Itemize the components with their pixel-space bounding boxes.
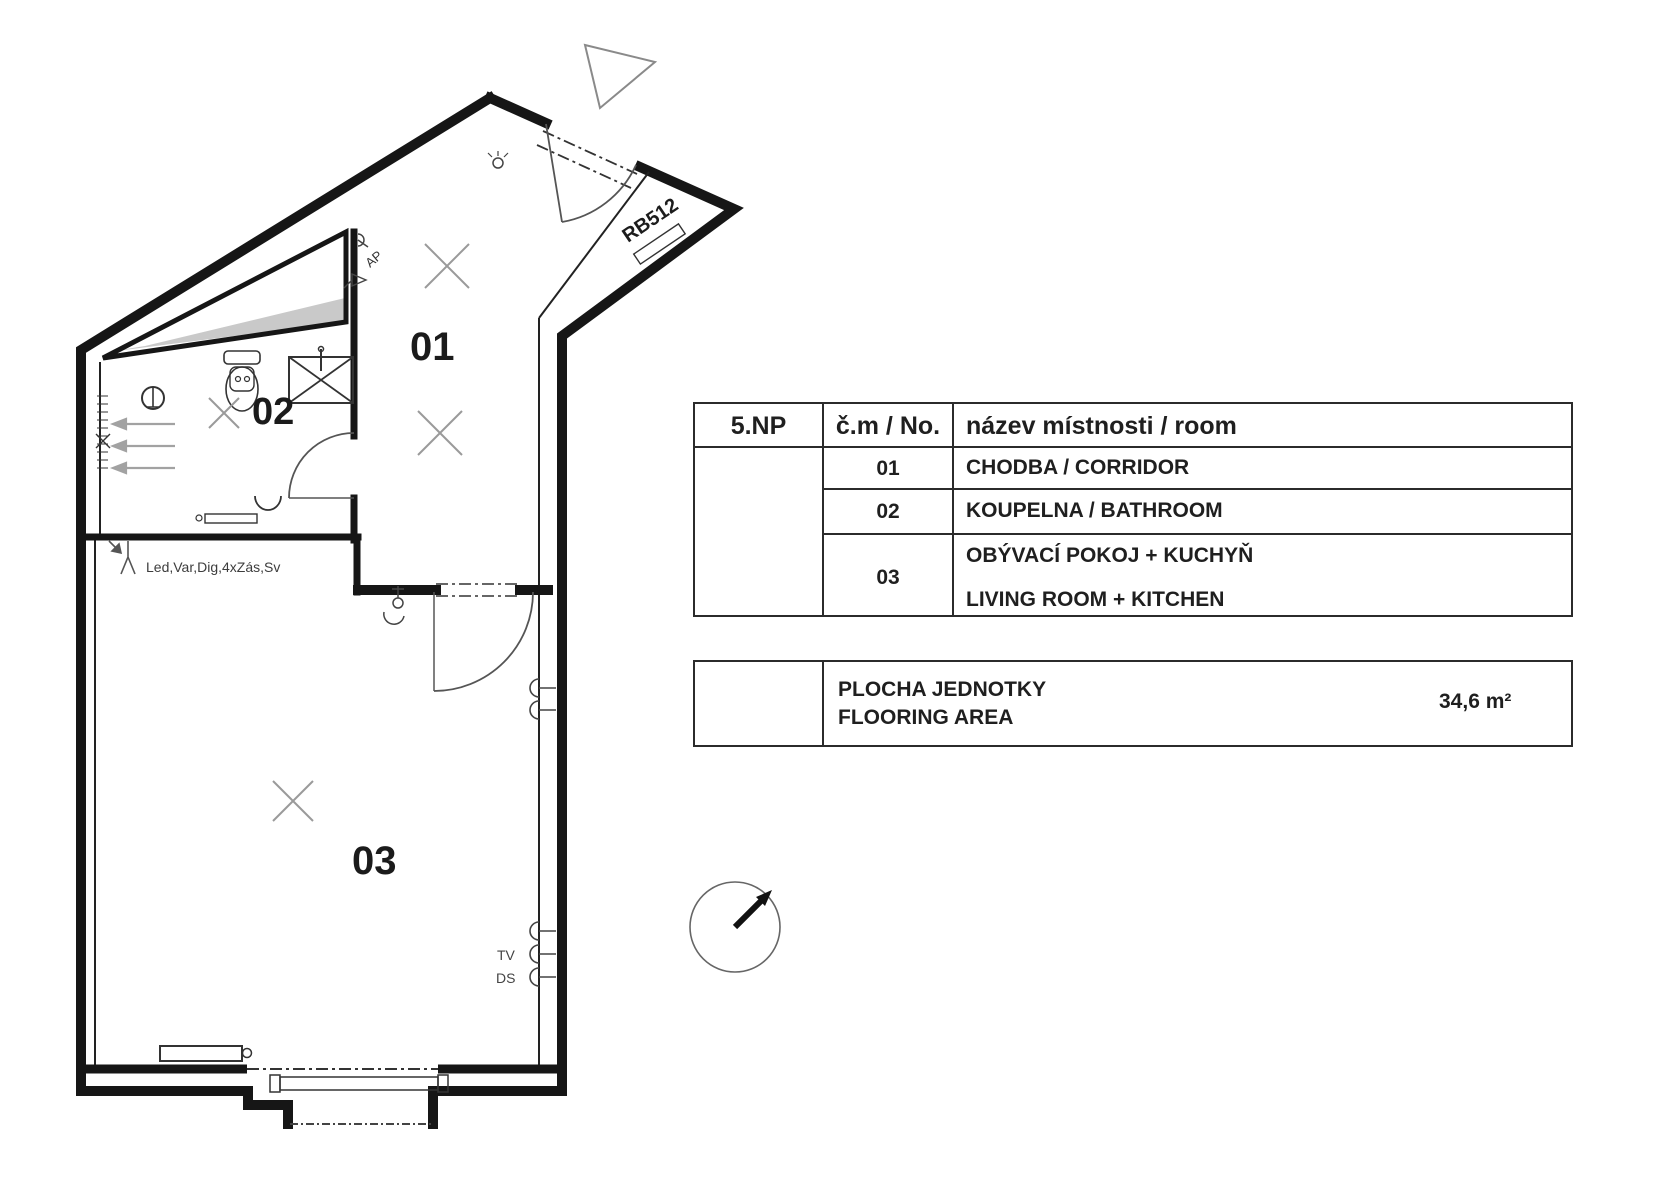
pennant-icon xyxy=(343,272,368,289)
area-value: 34,6 m² xyxy=(1439,690,1512,713)
ceiling-light-icon xyxy=(487,151,509,169)
door-swing-arc xyxy=(433,591,534,692)
room-02-label: 02 xyxy=(252,391,294,433)
room-name: CHODBA / CORRIDOR xyxy=(966,456,1190,479)
area-table: PLOCHA JEDNOTKY FLOORING AREA 34,6 m² xyxy=(693,660,1573,747)
interior-walls xyxy=(82,228,553,596)
outer-walls xyxy=(76,91,744,1129)
entrance-door: RB512 xyxy=(536,123,687,266)
area-label-en: FLOORING AREA xyxy=(838,706,1014,729)
window-sill xyxy=(279,1076,439,1091)
drain-symbol-icon xyxy=(141,386,165,410)
room-no: 01 xyxy=(876,457,900,480)
wall-radiator-hatch xyxy=(95,395,111,469)
room03-bottom-wall-window xyxy=(86,1045,558,1125)
door-swing-arc xyxy=(561,164,637,223)
wall-sockets xyxy=(529,678,556,987)
airflow-arrows xyxy=(109,417,175,475)
ap-label: AP xyxy=(362,248,385,271)
north-indicator-icon xyxy=(689,881,781,973)
column-header-no: č.m / No. xyxy=(835,412,941,440)
kitchen-equipment-label: Led,Var,Dig,4xZás,Sv xyxy=(146,559,280,575)
floor-label: 5.NP xyxy=(730,412,787,440)
room-01-label: 01 xyxy=(410,325,455,369)
radiator xyxy=(159,1045,243,1062)
room-name: OBÝVACÍ POKOJ + KUCHYŇ xyxy=(966,544,1254,567)
bathroom-door xyxy=(288,432,355,499)
shelf-icon xyxy=(204,513,258,524)
shaft-triangle xyxy=(101,227,349,361)
room-03-label: 03 xyxy=(352,839,397,883)
column-header-room: název místnosti / room xyxy=(966,412,1237,440)
valve-icon xyxy=(95,433,111,449)
area-label-cz: PLOCHA JEDNOTKY xyxy=(838,678,1047,701)
room-name-en: LIVING ROOM + KITCHEN xyxy=(966,588,1225,611)
entry-symbols xyxy=(343,151,509,289)
toilet-icon xyxy=(223,350,261,412)
door-swing-arc xyxy=(288,432,355,499)
washbasin-icon xyxy=(254,495,282,511)
kitchen-note-symbols xyxy=(108,540,136,575)
room-no: 02 xyxy=(876,500,900,523)
orientation-triangle-icon xyxy=(583,43,658,110)
ds-socket-label: DS xyxy=(496,970,515,986)
ceiling-point-marks xyxy=(208,243,470,822)
switch-icon xyxy=(383,586,405,625)
wall-inner-faces xyxy=(94,171,650,1069)
entrance-door-code: RB512 xyxy=(618,194,682,247)
bathroom-fixtures xyxy=(95,345,354,524)
ap-socket-icon xyxy=(357,233,369,248)
shower-icon xyxy=(288,345,354,404)
room-table: 5.NP č.m / No. název místnosti / room 01… xyxy=(693,402,1573,617)
tv-socket-label: TV xyxy=(497,947,516,963)
room-no: 03 xyxy=(876,566,900,589)
room-name: KOUPELNA / BATHROOM xyxy=(966,499,1223,522)
corridor-room3-door xyxy=(433,583,534,692)
